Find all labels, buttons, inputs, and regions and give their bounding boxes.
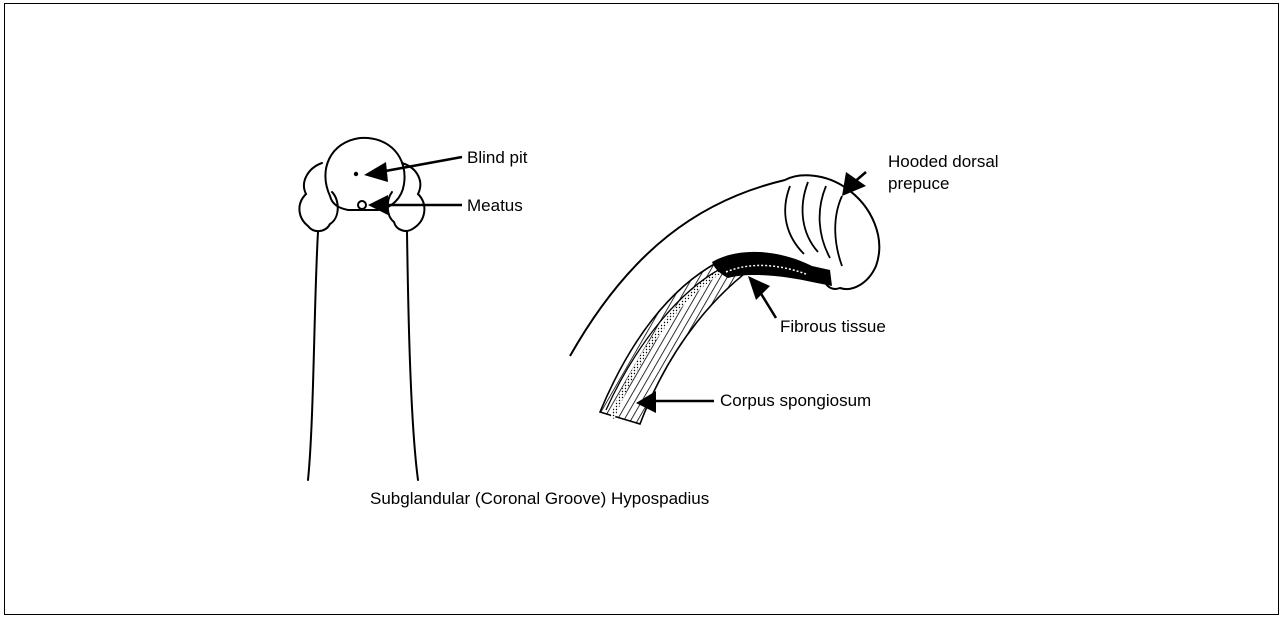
prepuce-fold-2	[803, 182, 818, 252]
prepuce-fold-1	[785, 186, 804, 254]
fibrous-arrowhead	[748, 276, 770, 300]
label-hooded-dorsal: Hooded dorsal	[888, 150, 999, 173]
label-prepuce: prepuce	[888, 172, 949, 195]
frontal-view	[299, 138, 424, 480]
label-meatus: Meatus	[467, 194, 523, 217]
label-fibrous-tissue: Fibrous tissue	[780, 315, 886, 338]
label-corpus-spongiosum: Corpus spongiosum	[720, 389, 871, 412]
frontal-shaft-left	[308, 232, 318, 480]
meatus-arrowhead	[368, 195, 388, 215]
lateral-arrows	[636, 172, 866, 413]
blind-pit	[354, 172, 358, 176]
figure-caption: Subglandular (Coronal Groove) Hypospadiu…	[370, 487, 709, 510]
frontal-arrows	[364, 157, 462, 215]
prepuce-fold-4	[835, 196, 842, 266]
label-blind-pit: Blind pit	[467, 146, 527, 169]
frontal-prepuce-right	[388, 163, 425, 231]
frontal-prepuce-left	[299, 163, 337, 231]
prepuce-fold-3	[820, 186, 830, 258]
blind-pit-arrowhead	[364, 162, 388, 182]
meatus	[358, 201, 366, 209]
lateral-view	[570, 175, 879, 424]
frontal-shaft-right	[407, 232, 418, 480]
